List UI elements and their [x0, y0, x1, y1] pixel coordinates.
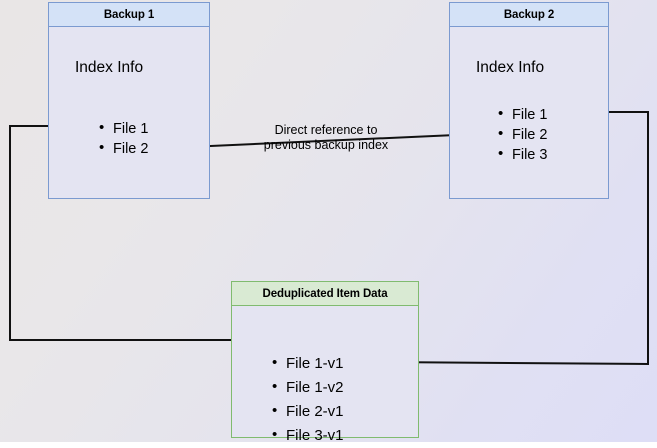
- list-item: File 2-v1: [272, 399, 344, 424]
- backup-1-file-list: File 1 File 2: [99, 118, 148, 159]
- direct-reference-annotation: Direct reference to previous backup inde…: [248, 123, 404, 153]
- backup-1-box[interactable]: Backup 1 Index Info File 1 File 2: [48, 2, 210, 199]
- list-item: File 1: [498, 104, 547, 125]
- list-item: File 1-v2: [272, 375, 344, 400]
- backup-2-box[interactable]: Backup 2 Index Info File 1 File 2 File 3: [449, 2, 609, 199]
- backup-1-index-label: Index Info: [75, 59, 144, 76]
- deduplicated-item-data-header: Deduplicated Item Data: [232, 282, 418, 306]
- backup-2-file-list: File 1 File 2 File 3: [498, 104, 547, 165]
- backup-1-body: Index Info File 1 File 2: [49, 27, 209, 198]
- deduplicated-item-data-box[interactable]: Deduplicated Item Data File 1-v1 File 1-…: [231, 281, 419, 447]
- direct-reference-line-1: Direct reference to: [274, 123, 378, 137]
- arrow-backup2-file1-to-dedup: [376, 111, 649, 370]
- list-item: File 3: [498, 144, 547, 165]
- backup-2-index-label: Index Info: [476, 59, 545, 76]
- backup-2-header: Backup 2: [450, 3, 608, 27]
- arrow-backup2-to-backup1-index: [165, 132, 501, 155]
- deduplicated-item-list: File 1-v1 File 1-v2 File 2-v1 File 3-v1: [272, 351, 344, 448]
- list-item: File 1-v1: [272, 351, 344, 376]
- list-item: File 2: [498, 124, 547, 145]
- list-item: File 3-v1: [272, 423, 344, 448]
- list-item: File 2: [99, 138, 148, 159]
- list-item: File 1: [99, 118, 148, 139]
- deduplicated-item-data-body: File 1-v1 File 1-v2 File 2-v1 File 3-v1: [232, 306, 418, 447]
- backup-2-body: Index Info File 1 File 2 File 3: [450, 27, 608, 198]
- backup-1-header: Backup 1: [49, 3, 209, 27]
- direct-reference-line-2: previous backup index: [263, 138, 389, 152]
